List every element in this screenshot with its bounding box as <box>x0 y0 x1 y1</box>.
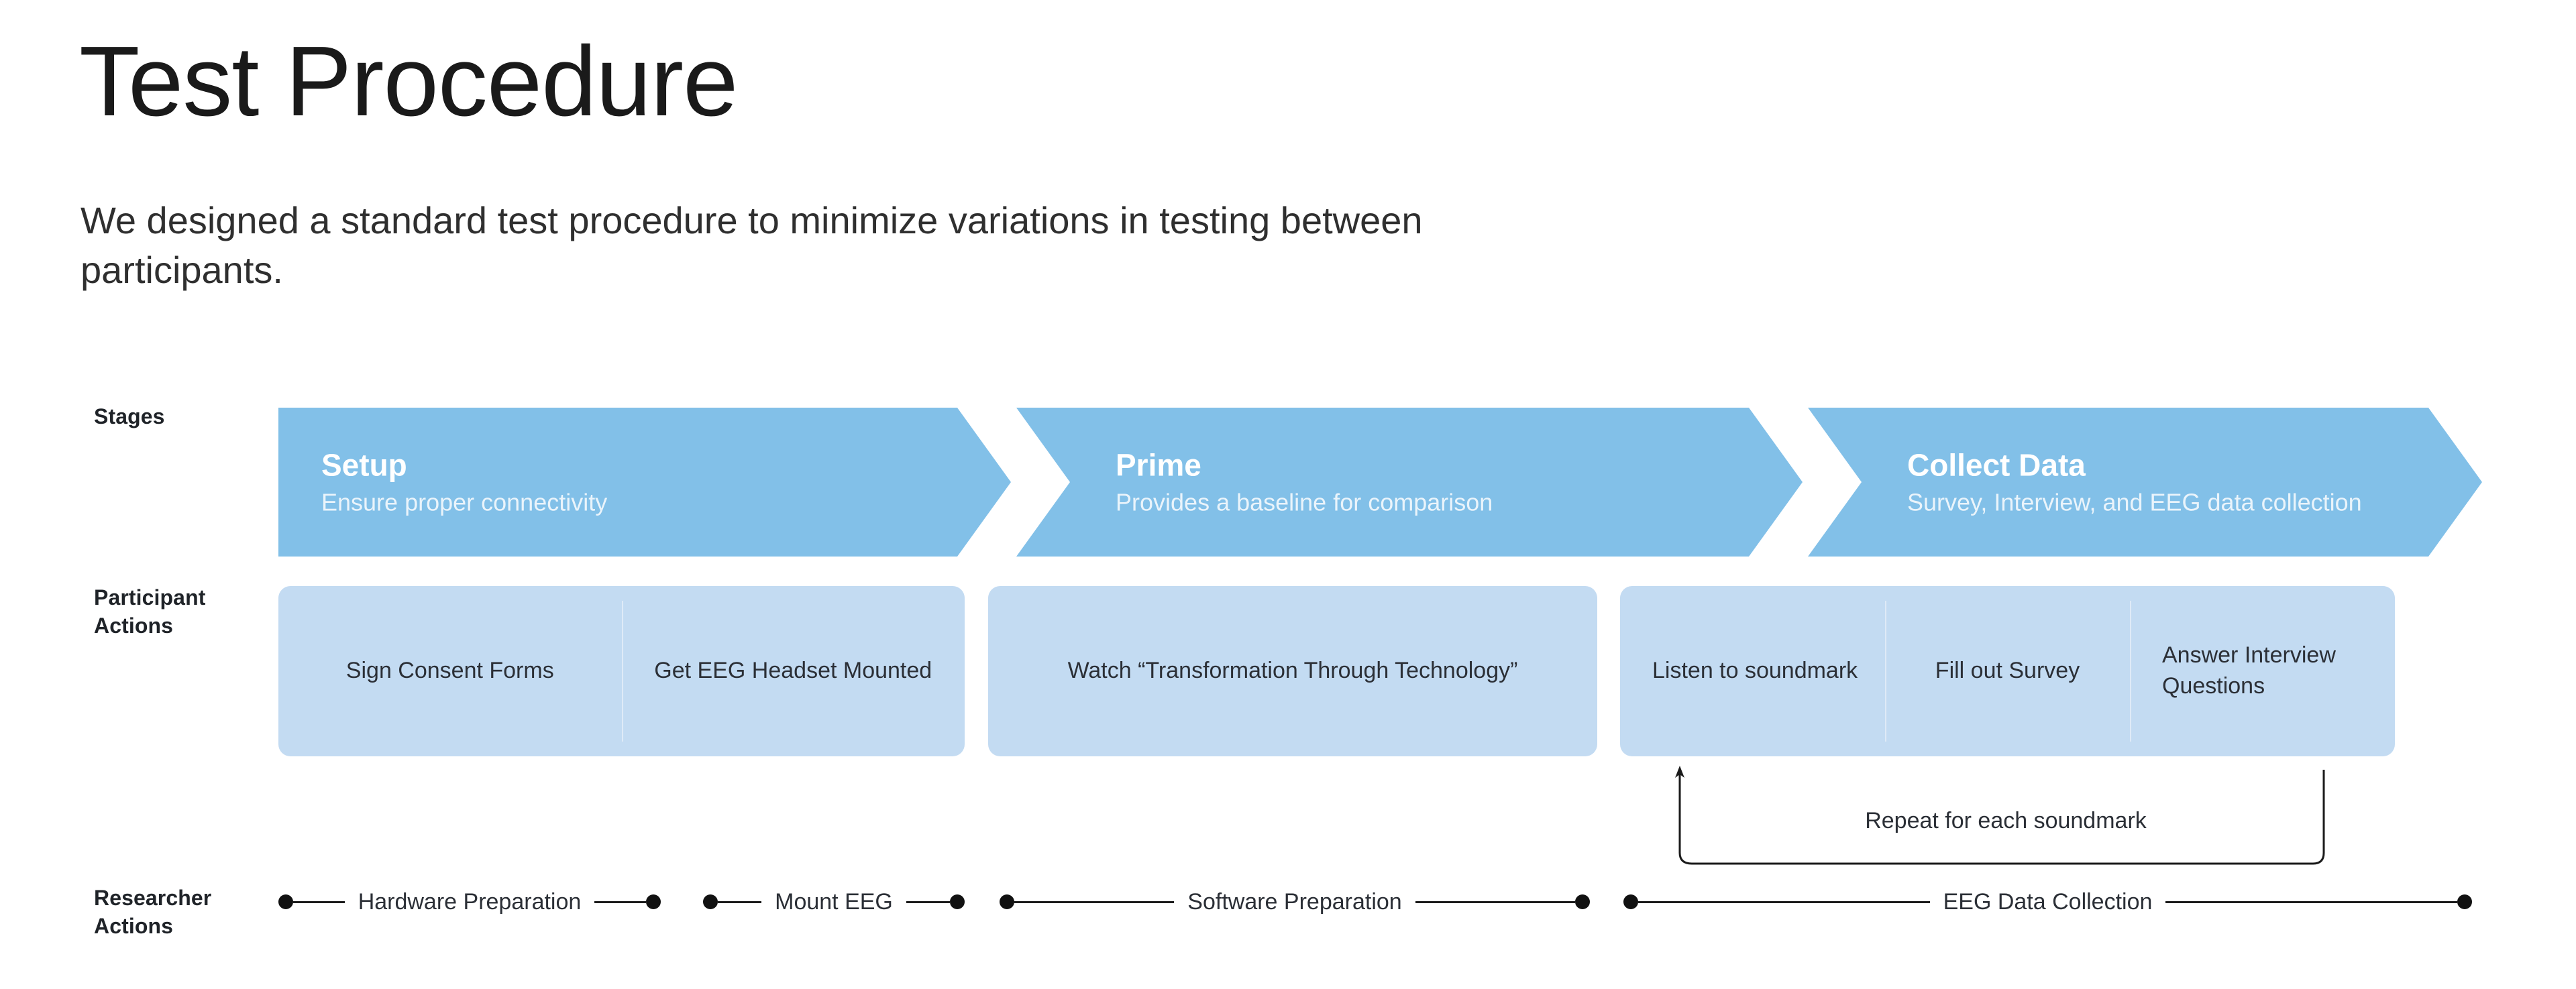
segment-line <box>1415 900 1575 903</box>
participant-action-card[interactable]: Sign Consent Forms <box>278 586 622 756</box>
participant-action-group: Watch “Transformation Through Technology… <box>988 586 1597 756</box>
stage-text-block: Prime Provides a baseline for comparison <box>1116 447 1493 516</box>
participant-action-label: Watch “Transformation Through Technology… <box>1067 658 1518 684</box>
participant-action-group: Listen to soundmark Fill out Survey Answ… <box>1620 586 2395 756</box>
segment-start-dot-icon <box>1000 894 1014 909</box>
researcher-action-label: Mount EEG <box>775 889 893 915</box>
segment-line <box>1638 900 1930 903</box>
participant-action-label: Fill out Survey <box>1935 658 2080 684</box>
stage-title: Setup <box>321 447 407 483</box>
segment-end-dot-icon <box>2457 894 2472 909</box>
researcher-action-segment[interactable]: Mount EEG <box>703 872 965 932</box>
segment-end-dot-icon <box>646 894 661 909</box>
stage-text-block: Setup Ensure proper connectivity <box>321 447 608 516</box>
stage-subtitle: Survey, Interview, and EEG data collecti… <box>1907 488 2362 516</box>
stage-title: Collect Data <box>1907 447 2086 483</box>
participant-action-card[interactable]: Watch “Transformation Through Technology… <box>988 586 1597 756</box>
segment-line <box>718 900 762 903</box>
row-label-participant-actions: Participant Actions <box>94 585 206 638</box>
stage-title: Prime <box>1116 447 1201 483</box>
participant-action-label: Sign Consent Forms <box>345 658 554 684</box>
participant-action-label: Get EEG Headset Mounted <box>654 658 932 684</box>
stage-chevron-setup[interactable]: Setup Ensure proper connectivity <box>278 408 1011 557</box>
researcher-action-label: Hardware Preparation <box>358 889 582 915</box>
segment-line <box>293 900 345 903</box>
participant-actions-row: Sign Consent Forms Get EEG Headset Mount… <box>278 586 2472 756</box>
segment-line <box>1014 900 1175 903</box>
page-title: Test Procedure <box>79 26 738 137</box>
participant-action-card[interactable]: Fill out Survey <box>1885 586 2130 756</box>
researcher-action-label: Software Preparation <box>1187 889 1402 915</box>
segment-line <box>2165 900 2457 903</box>
participant-action-card[interactable]: Listen to soundmark <box>1620 586 1885 756</box>
segment-start-dot-icon <box>703 894 718 909</box>
row-label-stages: Stages <box>94 404 165 428</box>
researcher-action-segment[interactable]: EEG Data Collection <box>1623 872 2472 932</box>
loop-arrow-icon <box>1675 766 2325 865</box>
stage-chevron-prime[interactable]: Prime Provides a baseline for comparison <box>1016 408 1803 557</box>
stage-subtitle: Ensure proper connectivity <box>321 488 608 516</box>
participant-action-card[interactable]: Answer Interview Questions <box>2130 586 2395 756</box>
row-label-researcher-actions: Researcher Actions <box>94 886 212 939</box>
participant-action-label: Listen to soundmark <box>1652 658 1858 684</box>
page-subtitle: We designed a standard test procedure to… <box>80 199 1423 291</box>
repeat-loop-label: Repeat for each soundmark <box>1865 808 2147 833</box>
stage-chevron-collect-data[interactable]: Collect Data Survey, Interview, and EEG … <box>1808 408 2482 557</box>
stage-subtitle: Provides a baseline for comparison <box>1116 488 1493 516</box>
participant-action-label: Answer Interview Questions <box>2162 642 2336 699</box>
segment-start-dot-icon <box>278 894 293 909</box>
segment-line <box>906 900 950 903</box>
segment-end-dot-icon <box>950 894 965 909</box>
segment-start-dot-icon <box>1623 894 1638 909</box>
researcher-action-segment[interactable]: Hardware Preparation <box>278 872 661 932</box>
researcher-action-label: EEG Data Collection <box>1943 889 2153 915</box>
segment-line <box>594 900 646 903</box>
segment-end-dot-icon <box>1575 894 1590 909</box>
researcher-actions-row: Hardware Preparation Mount EEG Software … <box>0 872 2576 945</box>
stages-row: Setup Ensure proper connectivity Prime P… <box>278 408 2482 557</box>
researcher-action-segment[interactable]: Software Preparation <box>1000 872 1590 932</box>
repeat-loop-arrow <box>1674 764 2332 872</box>
stage-text-block: Collect Data Survey, Interview, and EEG … <box>1907 447 2362 516</box>
participant-action-card[interactable]: Get EEG Headset Mounted <box>621 586 965 756</box>
participant-action-group: Sign Consent Forms Get EEG Headset Mount… <box>278 586 965 756</box>
